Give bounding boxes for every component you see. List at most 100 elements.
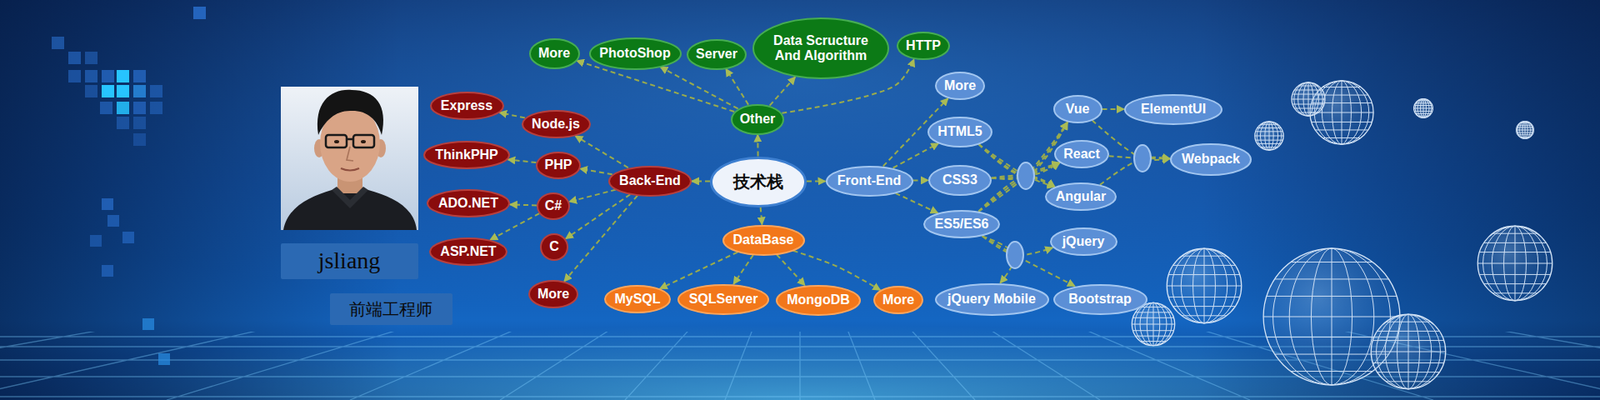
dashed-arrow xyxy=(580,168,613,175)
node-text: SQLServer xyxy=(689,291,759,307)
node-ellipse xyxy=(530,39,580,69)
pixel-square xyxy=(150,101,163,115)
topic-node: React xyxy=(1054,140,1110,169)
dashed-arrow xyxy=(575,135,628,168)
mouth xyxy=(340,168,360,171)
junction-ellipse xyxy=(1017,162,1035,190)
wire-globe xyxy=(1477,225,1553,301)
floor-grid xyxy=(0,331,1600,400)
node-text: HTML5 xyxy=(937,124,982,140)
topic-node: Webpack xyxy=(1170,143,1252,176)
node-ellipse xyxy=(1050,228,1117,255)
pixel-square xyxy=(133,70,146,83)
pixel-square xyxy=(193,6,206,20)
glasses xyxy=(325,135,347,148)
pixel-square xyxy=(68,70,81,83)
dashed-arrow xyxy=(756,134,759,156)
node-text: Server xyxy=(695,46,738,62)
node-text: PhotoShop xyxy=(599,45,670,61)
pixel-square xyxy=(85,70,98,83)
pixel-square xyxy=(101,265,114,277)
dashed-arrow xyxy=(499,112,525,118)
node-text: More xyxy=(882,292,915,308)
node-text: ThinkPHP xyxy=(435,147,499,163)
dashed-arrow xyxy=(691,180,710,182)
topic-node: Front-End xyxy=(825,165,914,197)
nose xyxy=(346,146,354,161)
pixel-square xyxy=(90,235,102,247)
pixel-square xyxy=(107,215,120,227)
topic-node: More xyxy=(873,285,924,315)
node-text: 前端工程师 xyxy=(349,300,433,320)
node-ellipse xyxy=(522,110,590,138)
node-ellipse xyxy=(678,285,769,315)
topic-node: More xyxy=(935,71,985,100)
node-text: jQuery xyxy=(1062,234,1105,250)
topic-node: C xyxy=(540,233,569,261)
dashed-arrow xyxy=(895,193,939,214)
node-ellipse xyxy=(540,234,568,260)
dashed-arrow xyxy=(564,195,638,282)
topic-node: SQLServer xyxy=(677,284,770,315)
node-text: ADO.NET xyxy=(438,195,499,211)
node-text: More xyxy=(538,45,570,61)
name-plate: jsliang xyxy=(280,243,419,280)
node-ellipse xyxy=(897,32,950,60)
node-ellipse xyxy=(430,92,504,120)
node-text: PHP xyxy=(545,157,573,173)
pixel-square xyxy=(116,85,130,98)
topic-node: Angular xyxy=(1045,182,1117,211)
node-ellipse xyxy=(776,285,860,315)
pixel-square xyxy=(85,85,98,98)
node-ellipse xyxy=(753,18,889,79)
glasses-bridge xyxy=(346,138,354,141)
node-ellipse xyxy=(430,238,507,265)
pixel-square xyxy=(116,116,130,130)
node-ellipse xyxy=(1045,183,1116,210)
node-text: Other xyxy=(740,111,776,127)
node-text: Angular xyxy=(1055,189,1106,205)
dashed-arrow xyxy=(510,203,537,206)
topic-node: ElementUI xyxy=(1124,94,1223,125)
pixel-square xyxy=(122,231,135,244)
topic-node: HTML5 xyxy=(927,116,993,148)
junction-ellipse xyxy=(1006,241,1024,269)
topic-node: Back-End xyxy=(608,165,692,197)
dashed-arrow xyxy=(760,206,763,225)
topic-node: Bootstrap xyxy=(1053,284,1148,315)
topic-node: ASP.NET xyxy=(429,237,508,266)
node-text: ES5/ES6 xyxy=(935,216,990,232)
dashed-arrow xyxy=(912,179,929,181)
eye xyxy=(360,140,366,144)
node-text: More xyxy=(537,286,570,302)
node-text: C# xyxy=(545,198,562,214)
node-ellipse xyxy=(731,105,784,135)
pixel-square xyxy=(150,85,163,98)
node-ellipse xyxy=(924,210,1000,238)
dashed-arrow xyxy=(1102,108,1125,110)
topic-node: Server xyxy=(686,39,747,70)
node-ellipse xyxy=(1054,285,1147,315)
node-ellipse xyxy=(711,157,806,206)
node-ellipse xyxy=(723,225,805,255)
topic-node: More xyxy=(529,38,580,70)
node-ellipse xyxy=(537,193,570,220)
pixel-square xyxy=(133,85,146,98)
node-text: MongoDB xyxy=(786,292,850,308)
node-ellipse xyxy=(935,284,1049,315)
hair xyxy=(317,90,384,135)
node-ellipse xyxy=(1170,144,1251,175)
node-ellipse xyxy=(1125,95,1222,125)
node-text: ElementUI xyxy=(1140,101,1206,117)
dashed-arrow xyxy=(733,255,754,285)
node-text: Vue xyxy=(1065,101,1090,117)
wire-globes xyxy=(1131,80,1552,390)
node-text: More xyxy=(944,78,976,94)
pixel-square xyxy=(142,318,155,330)
pixel-square xyxy=(68,51,81,65)
photo-ground xyxy=(280,86,419,230)
node-ellipse xyxy=(928,117,992,147)
node-ellipse xyxy=(874,286,923,314)
node-text: HTTP xyxy=(905,38,941,54)
topic-node: CSS3 xyxy=(928,165,992,196)
